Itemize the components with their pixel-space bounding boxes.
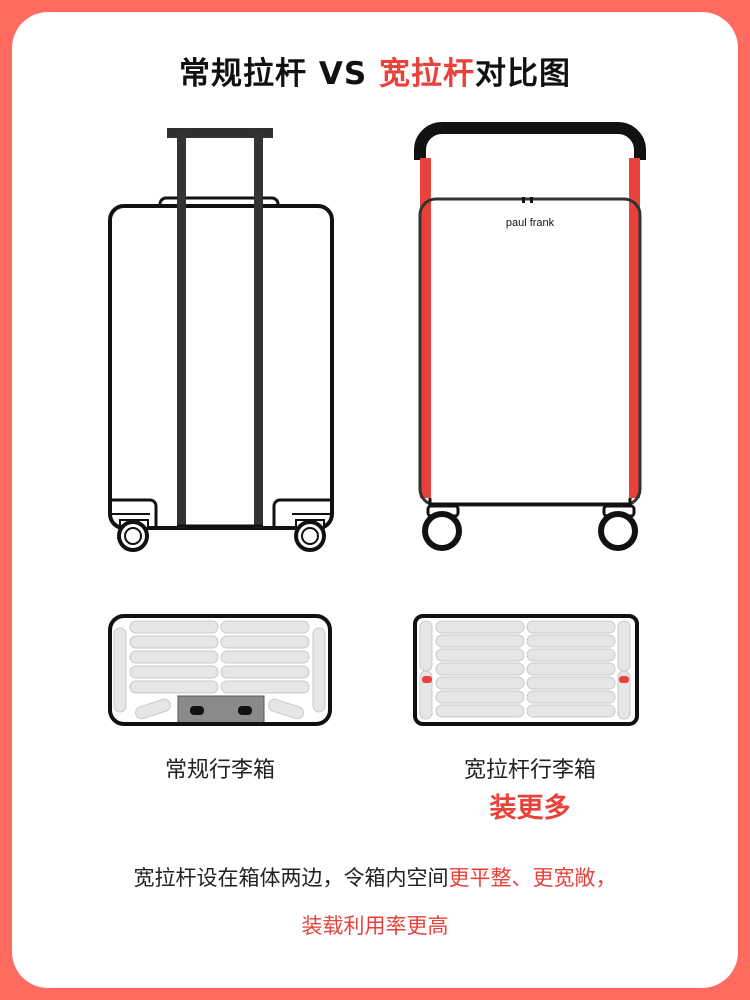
more-capacity-label: 装更多 — [489, 793, 571, 824]
title-part-highlight: 宽拉杆 — [378, 56, 475, 92]
wide-suitcase-illustration: paul frank — [414, 122, 646, 551]
description-normal-text: 宽拉杆设在箱体两边，令箱内空间 — [133, 866, 449, 890]
left-wheel-icon — [117, 519, 149, 552]
brand-logo: paul frank — [506, 217, 555, 229]
title-part-regular: 常规拉杆 VS — [179, 56, 379, 92]
description-line-1: 宽拉杆设在箱体两边，令箱内空间更平整、更宽敞， — [0, 862, 750, 892]
description-line-2: 装载利用率更高 — [301, 914, 449, 938]
right-wheel-icon — [598, 504, 638, 551]
regular-suitcase-illustration — [108, 128, 334, 552]
center-trolley-handle — [167, 128, 273, 528]
wide-trolley-handle — [414, 122, 646, 498]
left-wheel-icon — [422, 504, 462, 551]
regular-suitcase-label: 常规行李箱 — [164, 758, 275, 783]
regular-interior-view — [108, 614, 332, 726]
wide-interior-view — [413, 614, 639, 726]
title-part-compare: 对比图 — [474, 56, 571, 92]
wide-suitcase-label: 宽拉杆行李箱 — [463, 758, 596, 783]
page-title: 常规拉杆 VS 宽拉杆对比图 — [0, 48, 750, 93]
description-highlight-text: 更平整、更宽敞， — [448, 866, 617, 890]
right-wheel-icon — [294, 519, 326, 552]
